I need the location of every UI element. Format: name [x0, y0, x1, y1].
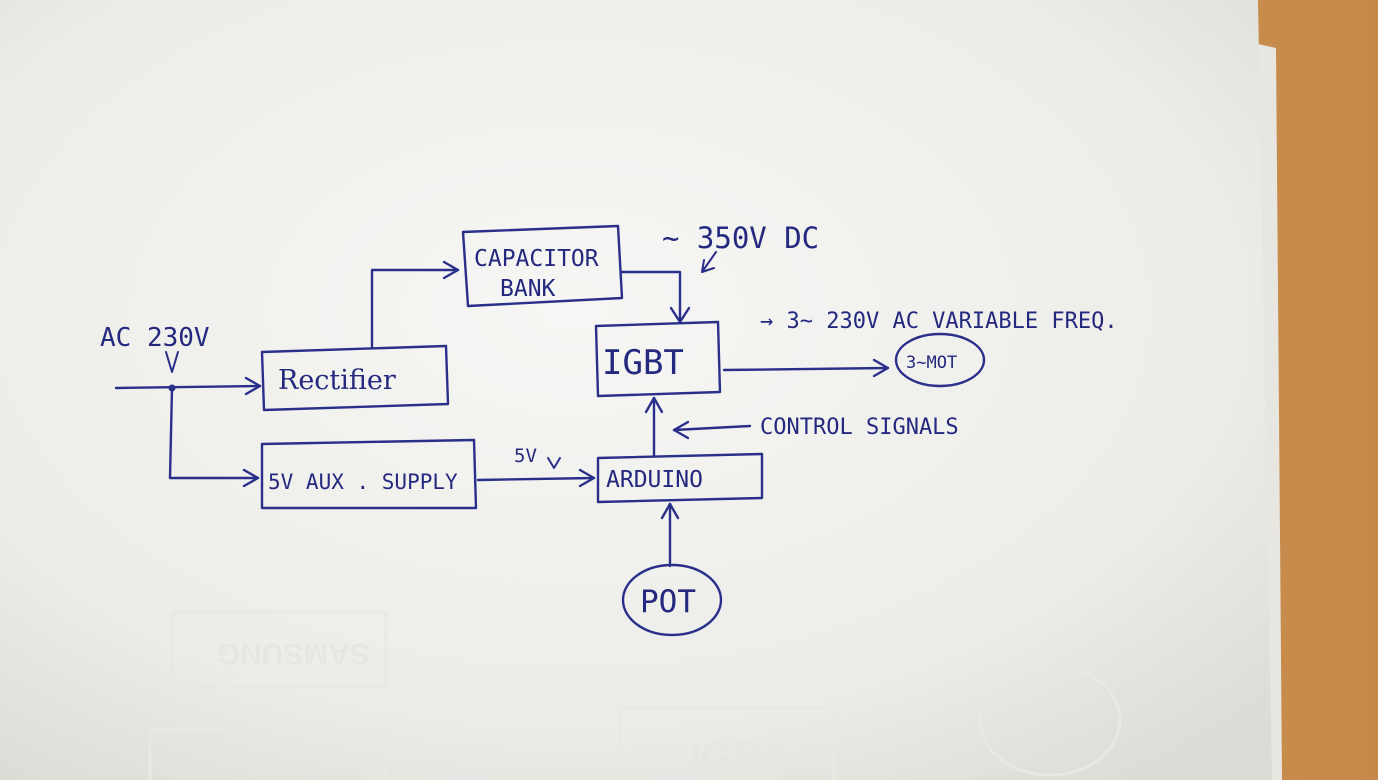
- ac-input-wire: [114, 384, 262, 390]
- igbt-bottom-arrowhead: [644, 396, 664, 414]
- arduino-input-arrowhead: [578, 468, 596, 488]
- dc-bus-label: ~ 350V DC: [662, 221, 819, 255]
- control-signals-label: CONTROL SIGNALS: [760, 415, 959, 440]
- motor-block: 3~MOT: [894, 332, 986, 388]
- capacitor-bank-block: CAPACITOR BANK: [461, 224, 624, 308]
- arduino-block: ARDUINO: [596, 452, 764, 504]
- capacitor-bank-box: [461, 224, 624, 308]
- aux-supply-label: 5V AUX . SUPPLY: [268, 470, 458, 494]
- aux-supply-block: 5V AUX . SUPPLY: [260, 438, 478, 510]
- annotations: AC 230V ~ 350V DC → 3~ 230V AC VARIABLE …: [100, 221, 1118, 467]
- capacitor-bank-label-line1: CAPACITOR: [474, 246, 599, 272]
- aux-branch-wire: [168, 386, 260, 480]
- motor-ellipse: [894, 332, 986, 388]
- ac-label-pointer: [165, 351, 179, 373]
- imprint-text-left: SAMSUNG: [217, 637, 370, 670]
- igbt-box: [594, 320, 722, 398]
- rectifier-block: Rectifier: [260, 344, 450, 412]
- pot-label: POT: [640, 584, 696, 620]
- igbt-block: IGBT: [594, 320, 722, 398]
- igbt-top-arrowhead: [669, 306, 691, 324]
- imprint-box-left: [170, 610, 388, 688]
- dc-bus-pointer: [701, 251, 717, 273]
- imprint-circle: [978, 663, 1122, 777]
- rectifier-box: [260, 344, 450, 412]
- cap-input-arrowhead: [442, 260, 460, 280]
- pot-ellipse: [621, 563, 723, 637]
- background-imprints: SAMSUNG IGBT: [148, 610, 1122, 780]
- rectifier-to-cap-wire: [370, 268, 460, 350]
- ac-input-label: AC 230V: [100, 323, 210, 353]
- arduino-box: [596, 452, 764, 504]
- control-signals-wire: [672, 424, 752, 432]
- igbt-label: IGBT: [602, 343, 684, 383]
- motor-label: 3~MOT: [906, 353, 957, 373]
- arduino-label: ARDUINO: [606, 467, 703, 493]
- aux-supply-box: [260, 438, 478, 510]
- five-volt-label: 5V: [514, 445, 537, 467]
- imprint-box-bottom-left: [148, 728, 388, 780]
- imprint-text-bottom: IGBT: [690, 735, 786, 779]
- arduino-bottom-arrowhead: [660, 502, 680, 520]
- rectifier-input-arrowhead: [244, 376, 262, 396]
- paper-sheet: [0, 0, 1272, 780]
- imprint-box-bottom: [618, 706, 836, 780]
- connections: [114, 251, 890, 568]
- pot-block: POT: [621, 563, 723, 637]
- aux-to-arduino-wire: [476, 476, 596, 482]
- cap-to-igbt-wire: [620, 270, 682, 322]
- aux-input-arrowhead: [242, 468, 260, 488]
- igbt-to-motor-wire: [722, 366, 890, 372]
- control-signals-arrowhead: [672, 420, 690, 440]
- motor-input-arrowhead: [872, 358, 890, 378]
- rectifier-label: Rectifier: [278, 365, 396, 396]
- five-volt-pointer: [547, 457, 561, 469]
- capacitor-bank-label-line2: BANK: [500, 276, 556, 302]
- output-label: → 3~ 230V AC VARIABLE FREQ.: [760, 309, 1118, 334]
